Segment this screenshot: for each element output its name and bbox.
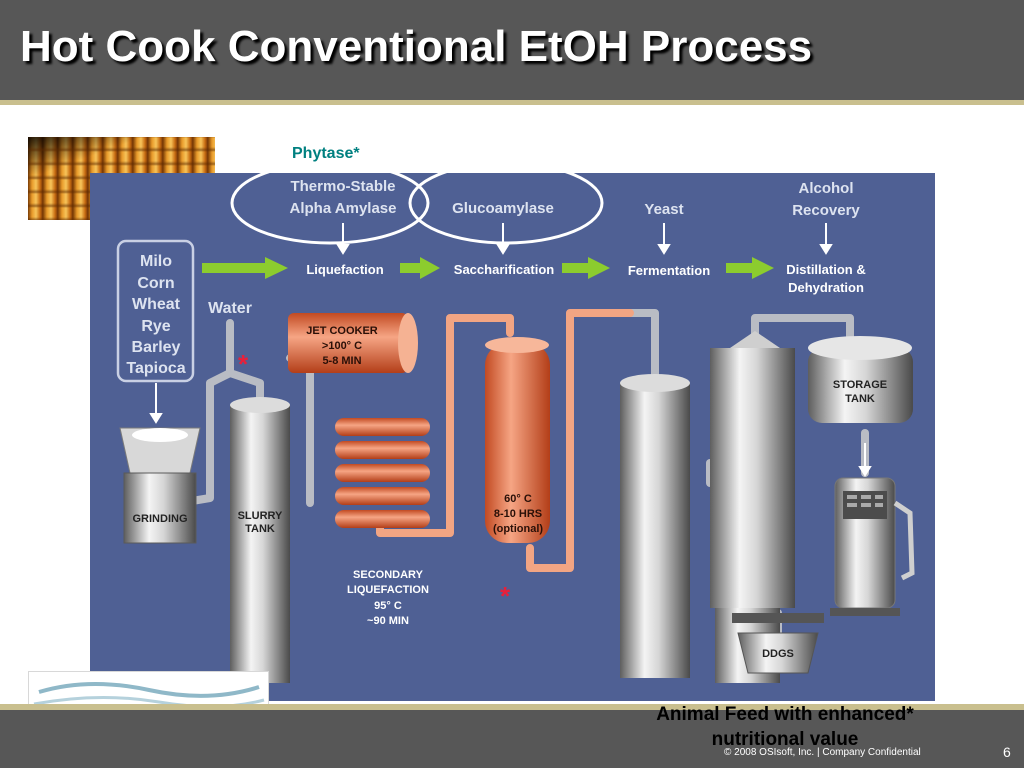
jet-cooker-label-3: 5-8 MIN bbox=[322, 355, 361, 367]
copyright-text: © 2008 OSIsoft, Inc. | Company Confident… bbox=[724, 747, 921, 758]
jet-cooker bbox=[288, 313, 418, 373]
slurry-tank bbox=[230, 397, 290, 683]
stage-distill-2: Dehydration bbox=[788, 280, 864, 295]
grain-barley: Barley bbox=[132, 339, 181, 356]
grains-box bbox=[116, 239, 195, 383]
green-arrow-1 bbox=[202, 257, 288, 279]
animal-feed-line-2: nutritional value bbox=[711, 729, 859, 750]
alcohol-label-2: Recovery bbox=[792, 202, 860, 219]
page-number: 6 bbox=[1003, 744, 1011, 760]
grinding-label: GRINDING bbox=[133, 513, 188, 525]
slurry-label-2: TANK bbox=[245, 523, 275, 535]
storage-tank bbox=[808, 336, 913, 423]
grain-tapioca: Tapioca bbox=[126, 360, 185, 377]
storage-label-2: TANK bbox=[845, 393, 875, 405]
sacch-tank-label-1: 60° C bbox=[504, 493, 532, 505]
process-diagram: Thermo-Stable Alpha Amylase Glucoamylase… bbox=[90, 173, 935, 701]
alcohol-label-1: Alcohol bbox=[799, 180, 854, 197]
slurry-label-1: SLURRY bbox=[238, 510, 283, 522]
yeast-label: Yeast bbox=[644, 201, 683, 218]
saccharification-tank bbox=[485, 337, 550, 543]
animal-feed-note: Animal Feed with enhanced* nutritional v… bbox=[600, 702, 970, 752]
header-bar bbox=[0, 0, 1024, 100]
process-diagram-svg: Thermo-Stable Alpha Amylase Glucoamylase… bbox=[116, 173, 915, 683]
asterisk-phytase-1: * bbox=[238, 349, 249, 379]
fermentation-tank bbox=[620, 374, 690, 678]
grain-corn: Corn bbox=[137, 275, 174, 292]
green-arrow-4 bbox=[726, 257, 774, 279]
stage-liquefaction: Liquefaction bbox=[306, 262, 383, 277]
fuel-pump bbox=[830, 477, 915, 616]
header-rule bbox=[0, 100, 1024, 105]
grain-wheat: Wheat bbox=[132, 296, 181, 313]
water-label: Water bbox=[208, 300, 252, 317]
ddgs-label: DDGS bbox=[762, 648, 794, 660]
sacch-tank-label-3: (optional) bbox=[493, 523, 543, 535]
asterisk-phytase-2: * bbox=[500, 581, 511, 611]
secondary-label-4: ~90 MIN bbox=[367, 615, 409, 627]
grain-rye: Rye bbox=[141, 318, 170, 335]
green-arrow-3 bbox=[562, 257, 610, 279]
footer-bar bbox=[0, 710, 1024, 768]
secondary-label-3: 95° C bbox=[374, 600, 402, 612]
ddgs-bin bbox=[737, 632, 819, 674]
animal-feed-line-1: Animal Feed with enhanced* bbox=[656, 704, 914, 725]
storage-label-1: STORAGE bbox=[833, 379, 887, 391]
phytase-ellipse-2 bbox=[408, 173, 604, 245]
stage-saccharification: Saccharification bbox=[454, 262, 554, 277]
thermo-label-1: Thermo-Stable bbox=[290, 178, 395, 195]
distillation-column bbox=[710, 331, 824, 683]
sacch-tank-label-2: 8-10 HRS bbox=[494, 508, 542, 520]
glucoamylase-label: Glucoamylase bbox=[452, 200, 554, 217]
slide-title: Hot Cook Conventional EtOH Process bbox=[20, 22, 813, 71]
phytase-ellipse bbox=[230, 173, 430, 245]
secondary-label-1: SECONDARY bbox=[353, 569, 424, 581]
secondary-coil bbox=[335, 418, 430, 528]
jet-cooker-label-2: >100° C bbox=[322, 340, 362, 352]
stage-distill-1: Distillation & bbox=[786, 262, 865, 277]
phytase-label: Phytase* bbox=[292, 145, 360, 162]
thermo-label-2: Alpha Amylase bbox=[290, 200, 397, 217]
grain-milo: Milo bbox=[140, 253, 172, 270]
green-arrow-2 bbox=[400, 257, 440, 279]
secondary-label-2: LIQUEFACTION bbox=[347, 584, 429, 596]
jet-cooker-label-1: JET COOKER bbox=[306, 325, 378, 337]
stage-fermentation: Fermentation bbox=[628, 263, 710, 278]
footer-rule bbox=[0, 704, 1024, 710]
grinder bbox=[119, 427, 201, 544]
